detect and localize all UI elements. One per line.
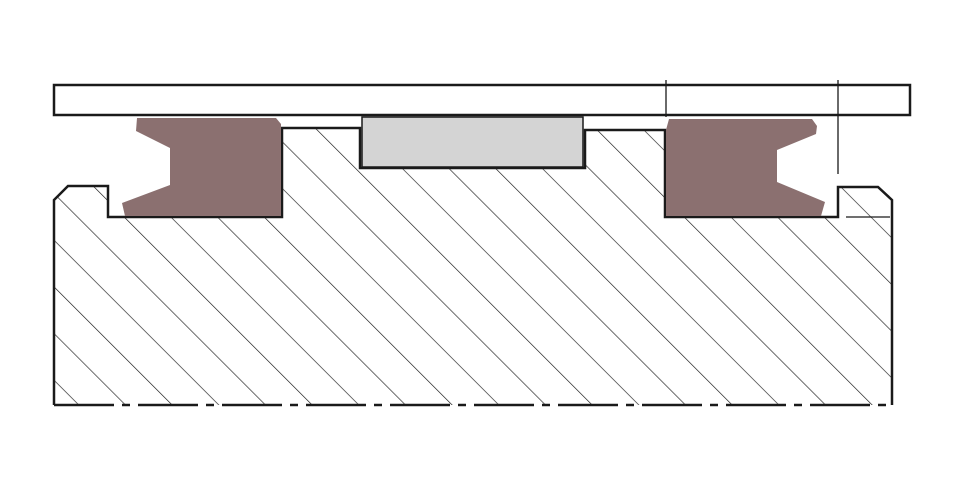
right-seal (666, 119, 825, 216)
center-insert (361, 116, 584, 168)
cover-plate (52, 83, 912, 117)
left-seal (122, 118, 281, 216)
